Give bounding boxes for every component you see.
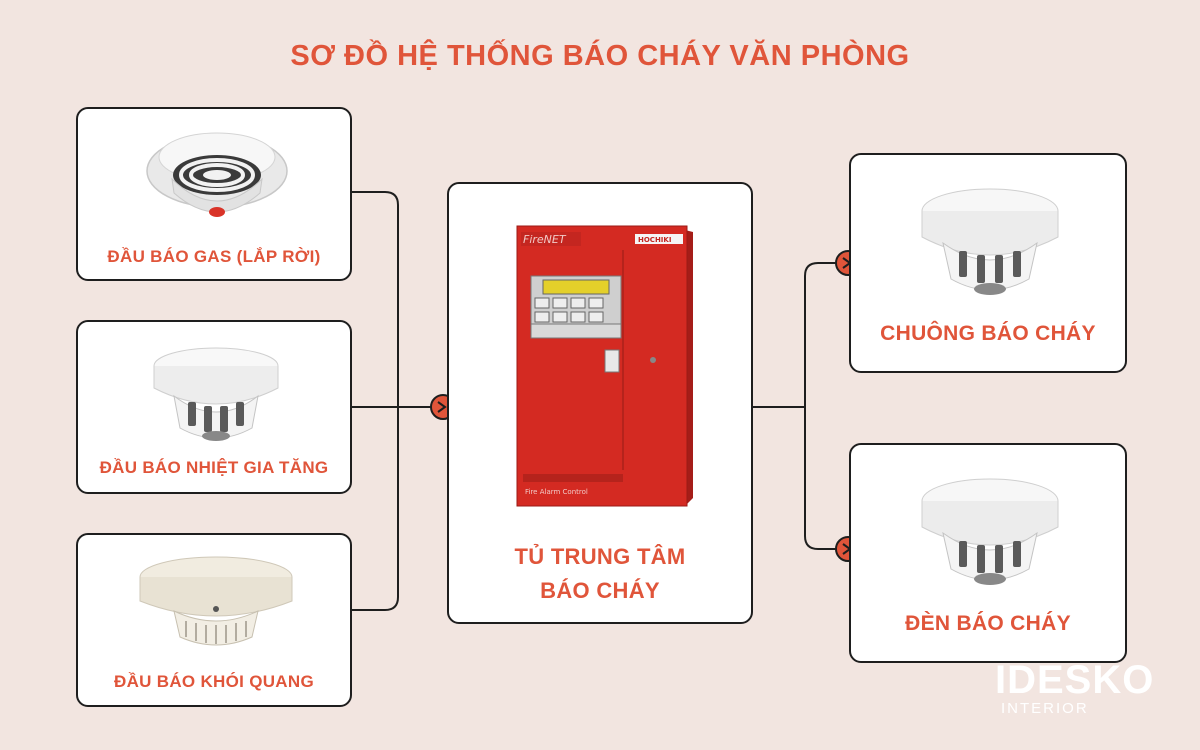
logo-main-text: IDESKO (995, 658, 1155, 702)
panel-caption-text: Fire Alarm Control (525, 488, 588, 496)
alarm-bell-label: CHUÔNG BÁO CHÁY (880, 322, 1096, 345)
center-label-line1: TỦ TRUNG TÂM (514, 544, 686, 569)
output-card-bell: CHUÔNG BÁO CHÁY (849, 153, 1127, 373)
output-bus-line (804, 262, 848, 550)
input-bus-line (351, 191, 399, 611)
logo-sub-text: INTERIOR (1001, 700, 1089, 717)
panel-brand-text: FireNET (523, 233, 567, 246)
gas-detector-icon (146, 132, 288, 217)
control-panel-icon: FireNET HOCHIKI Fire Alarm Control (516, 225, 693, 507)
alarm-light-label: ĐÈN BÁO CHÁY (905, 612, 1071, 635)
alarm-bell-device-icon (921, 188, 1059, 295)
panel-maker-text: HOCHIKI (638, 236, 671, 244)
input-card-gas: ĐẦU BÁO GAS (LẮP RỜI) (76, 107, 352, 281)
center-card-control-panel: FireNET HOCHIKI Fire Alarm Control TỦ TR… (447, 182, 753, 624)
gas-detector-label: ĐẦU BÁO GAS (LẮP RỜI) (107, 247, 321, 266)
output-card-light: ĐÈN BÁO CHÁY (849, 443, 1127, 663)
alarm-light-device-icon (921, 478, 1059, 585)
center-label-line2: BÁO CHÁY (540, 578, 660, 603)
heat-detector-icon (153, 347, 279, 441)
brand-logo: IDESKO INTERIOR (995, 660, 1154, 717)
smoke-detector-label: ĐẦU BÁO KHÓI QUANG (114, 672, 314, 691)
smoke-detector-icon (139, 556, 293, 646)
input-card-heat: ĐẦU BÁO NHIỆT GIA TĂNG (76, 320, 352, 494)
input-card-smoke: ĐẦU BÁO KHÓI QUANG (76, 533, 352, 707)
heat-detector-label: ĐẦU BÁO NHIỆT GIA TĂNG (99, 458, 329, 477)
diagram-title: SƠ ĐỒ HỆ THỐNG BÁO CHÁY VĂN PHÒNG (290, 40, 910, 72)
